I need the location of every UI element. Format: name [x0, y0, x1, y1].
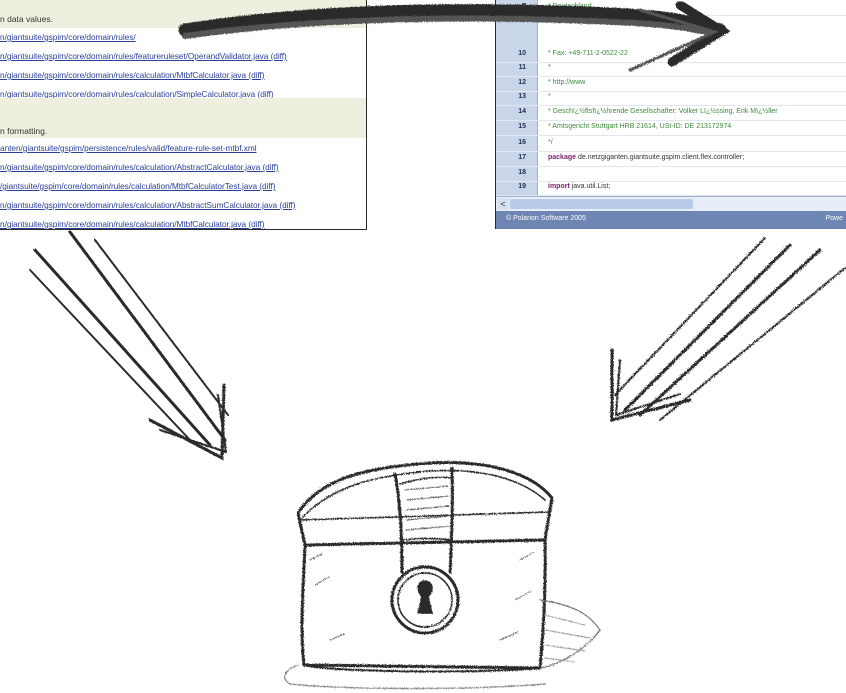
line-number-gutter	[496, 0, 537, 196]
code-line: 14 * Geschï¿½ftsfï¿½hrende Gesellschafter…	[496, 108, 846, 121]
row-separator	[496, 120, 846, 121]
code-text: * Amtsgericht Stuttgart HRB 21614, USt-I…	[548, 123, 732, 130]
code-rest: java.util.List;	[571, 183, 611, 190]
row-separator	[496, 105, 846, 106]
editor-footer: © Polarion Software 2005 Powe	[496, 211, 846, 229]
left-arrow	[29, 230, 229, 461]
diff-link[interactable]: (diff)	[257, 89, 274, 99]
file-path[interactable]: anten/giantsuite/gspim/persistence/rules…	[0, 143, 257, 153]
file-path[interactable]: n/giantsuite/gspim/core/domain/rules/	[0, 32, 136, 42]
commit-2-file-link[interactable]: n/giantsuite/gspim/core/domain/rules/cal…	[0, 162, 279, 172]
footer-powered: Powe	[825, 215, 843, 222]
line-number: 17	[518, 154, 526, 161]
scroll-left-button[interactable]: <	[497, 198, 509, 210]
commit-2-file-link[interactable]: /giantsuite/gspim/core/domain/rules/calc…	[0, 181, 275, 191]
code-line: 19 import java.util.List;	[496, 183, 846, 196]
code-line: 11 *	[496, 64, 846, 77]
diff-link[interactable]: (diff)	[279, 200, 296, 210]
diff-link[interactable]: (diff)	[248, 70, 265, 80]
commit-1-file-link[interactable]: n/giantsuite/gspim/core/domain/rules/fea…	[0, 51, 287, 61]
commit-1-file-link[interactable]: n/giantsuite/gspim/core/domain/rules/cal…	[0, 89, 274, 99]
code-keyword: package	[548, 154, 577, 161]
line-number: 10	[518, 50, 526, 57]
file-path[interactable]: n/giantsuite/gspim/core/domain/rules/cal…	[0, 162, 261, 172]
commit-header-2	[0, 98, 366, 138]
line-number: 18	[518, 169, 526, 176]
chest-icon	[284, 461, 601, 690]
diff-link[interactable]: (diff)	[270, 51, 287, 61]
line-number: 12	[518, 79, 526, 86]
file-path[interactable]: n/giantsuite/gspim/core/domain/rules/fea…	[0, 51, 269, 61]
file-path[interactable]: n/giantsuite/gspim/core/domain/rules/cal…	[0, 89, 256, 99]
file-path[interactable]: n/giantsuite/gspim/core/domain/rules/cal…	[0, 200, 278, 210]
commit-2-file-link[interactable]: anten/giantsuite/gspim/persistence/rules…	[0, 143, 257, 153]
file-path[interactable]: n/giantsuite/gspim/core/domain/rules/cal…	[0, 70, 247, 80]
footer-copyright: © Polarion Software 2005	[506, 215, 586, 222]
code-line: 15 * Amtsgericht Stuttgart HRB 21614, USt…	[496, 123, 846, 136]
commit-2-file-link[interactable]: n/giantsuite/gspim/core/domain/rules/cal…	[0, 200, 296, 210]
diff-link[interactable]: (diff)	[262, 162, 279, 172]
code-line: 16 */	[496, 139, 846, 152]
scrollbar-thumb[interactable]	[510, 199, 693, 209]
code-line: 10 * Fax: +49-711-2-0522-22	[496, 50, 846, 63]
code-line: 18	[496, 169, 846, 182]
code-text: * Geschï¿½ftsfï¿½hrende Gesellschafter: …	[548, 108, 778, 115]
diff-link[interactable]: (diff)	[248, 219, 265, 229]
commit-message-2: n formatting.	[0, 126, 48, 136]
file-path[interactable]: n/giantsuite/gspim/core/domain/rules/cal…	[0, 219, 247, 229]
code-text: * http://www	[548, 79, 586, 86]
code-keyword: import	[548, 183, 570, 190]
row-separator	[496, 181, 846, 182]
code-text: * Fax: +49-711-2-0522-22	[548, 50, 628, 57]
code-text: package de.netzgiganten.giantsuite.gspim…	[548, 154, 744, 161]
code-text: import java.util.List;	[548, 183, 610, 190]
commit-1-file-link[interactable]: n/giantsuite/gspim/core/domain/rules/cal…	[0, 70, 265, 80]
row-separator	[496, 91, 846, 92]
line-number: 13	[518, 93, 526, 100]
line-number: 16	[518, 139, 526, 146]
commit-message-1: n data values.	[0, 14, 53, 24]
row-separator	[496, 195, 846, 196]
gutter-divider	[537, 0, 538, 196]
code-text: *	[548, 64, 551, 71]
code-line: 13 *	[496, 93, 846, 106]
commit-2-file-link[interactable]: n/giantsuite/gspim/core/domain/rules/cal…	[0, 219, 265, 229]
code-text: */	[548, 139, 553, 146]
code-text: *	[548, 93, 551, 100]
row-separator	[496, 135, 846, 136]
file-path[interactable]: /giantsuite/gspim/core/domain/rules/calc…	[0, 181, 258, 191]
horizontal-scrollbar[interactable]: <	[496, 196, 846, 211]
right-arrow	[610, 237, 846, 422]
top-arrow	[178, 0, 731, 72]
line-number: 19	[518, 183, 526, 190]
line-number: 11	[518, 64, 526, 71]
line-number: 14	[518, 108, 526, 115]
row-separator	[496, 76, 846, 77]
code-rest: de.netzgiganten.giantsuite.gspim.client.…	[577, 154, 745, 161]
diff-link[interactable]: (diff)	[259, 181, 276, 191]
code-line: 17 package de.netzgiganten.giantsuite.gsp…	[496, 154, 846, 167]
row-separator	[496, 166, 846, 167]
line-number: 15	[518, 123, 526, 130]
code-line: 12 * http://www	[496, 79, 846, 92]
commit-1-file-link[interactable]: n/giantsuite/gspim/core/domain/rules/	[0, 32, 136, 42]
row-separator	[496, 151, 846, 152]
